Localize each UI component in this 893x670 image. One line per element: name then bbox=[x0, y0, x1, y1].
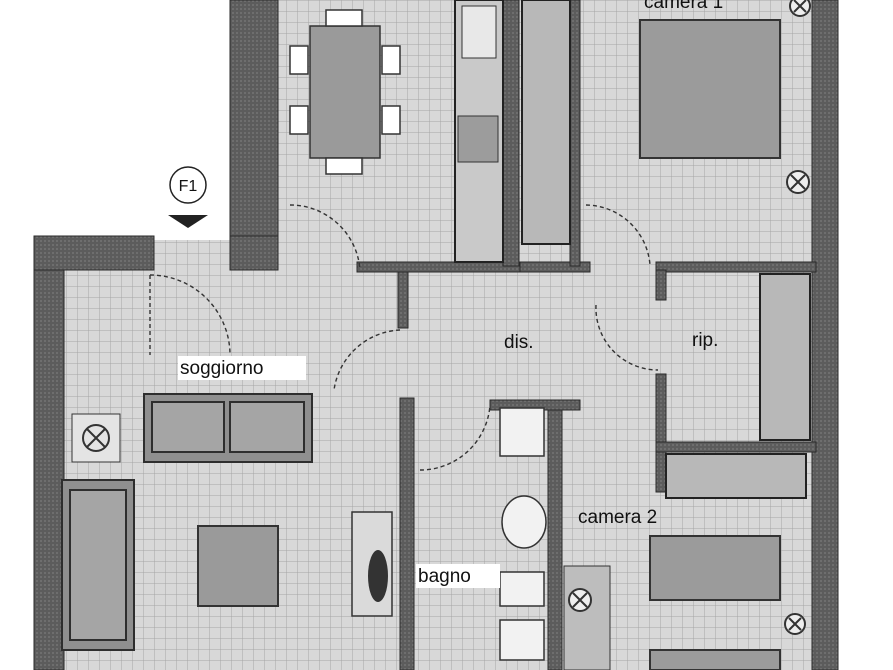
section-marker: F1 bbox=[168, 166, 208, 228]
tv-unit bbox=[351, 511, 393, 617]
chair bbox=[325, 157, 363, 175]
chair bbox=[381, 105, 401, 135]
doors bbox=[149, 204, 659, 471]
room-label-rip: rip. bbox=[692, 330, 718, 351]
room-label-dis: dis. bbox=[504, 332, 534, 353]
circle-x-icon bbox=[786, 170, 810, 194]
wardrobe-kitchen-right bbox=[521, 0, 571, 245]
circle-x-icon bbox=[789, 0, 811, 17]
beds bbox=[639, 19, 781, 670]
triangle-down-icon bbox=[168, 215, 208, 228]
circle-x-icon bbox=[784, 613, 806, 635]
bed-camera2-lower bbox=[649, 649, 781, 670]
floor bbox=[38, 0, 815, 670]
section-marker-label: F1 bbox=[179, 178, 198, 195]
bidet bbox=[499, 571, 545, 607]
chair bbox=[381, 45, 401, 75]
chair bbox=[289, 105, 309, 135]
bed-camera2 bbox=[649, 535, 781, 601]
washbasin bbox=[501, 495, 547, 549]
stove bbox=[457, 115, 499, 163]
wardrobe-rip bbox=[759, 273, 811, 441]
walls bbox=[33, 0, 839, 670]
room-label-soggiorno: soggiorno bbox=[180, 358, 263, 379]
sofa-vertical bbox=[61, 479, 135, 651]
sofa-horizontal bbox=[143, 393, 313, 463]
chair bbox=[289, 45, 309, 75]
circle-x-icon bbox=[71, 413, 121, 463]
kitchen-counter bbox=[454, 0, 504, 263]
shower bbox=[499, 407, 545, 457]
dining-table bbox=[289, 9, 401, 175]
room-label-bagno: bagno bbox=[418, 566, 471, 587]
room-label-camera2: camera 2 bbox=[578, 507, 657, 528]
wardrobe-camera2 bbox=[665, 453, 807, 499]
sink bbox=[461, 5, 497, 59]
toilet bbox=[499, 619, 545, 661]
wardrobes bbox=[521, 0, 811, 499]
circle-x-icon bbox=[563, 565, 611, 670]
coffee-table bbox=[197, 525, 279, 607]
chair bbox=[325, 9, 363, 27]
room-label-camera1: camera 1 bbox=[644, 0, 723, 13]
bathroom-fixtures bbox=[499, 407, 547, 661]
bed-camera1 bbox=[639, 19, 781, 159]
